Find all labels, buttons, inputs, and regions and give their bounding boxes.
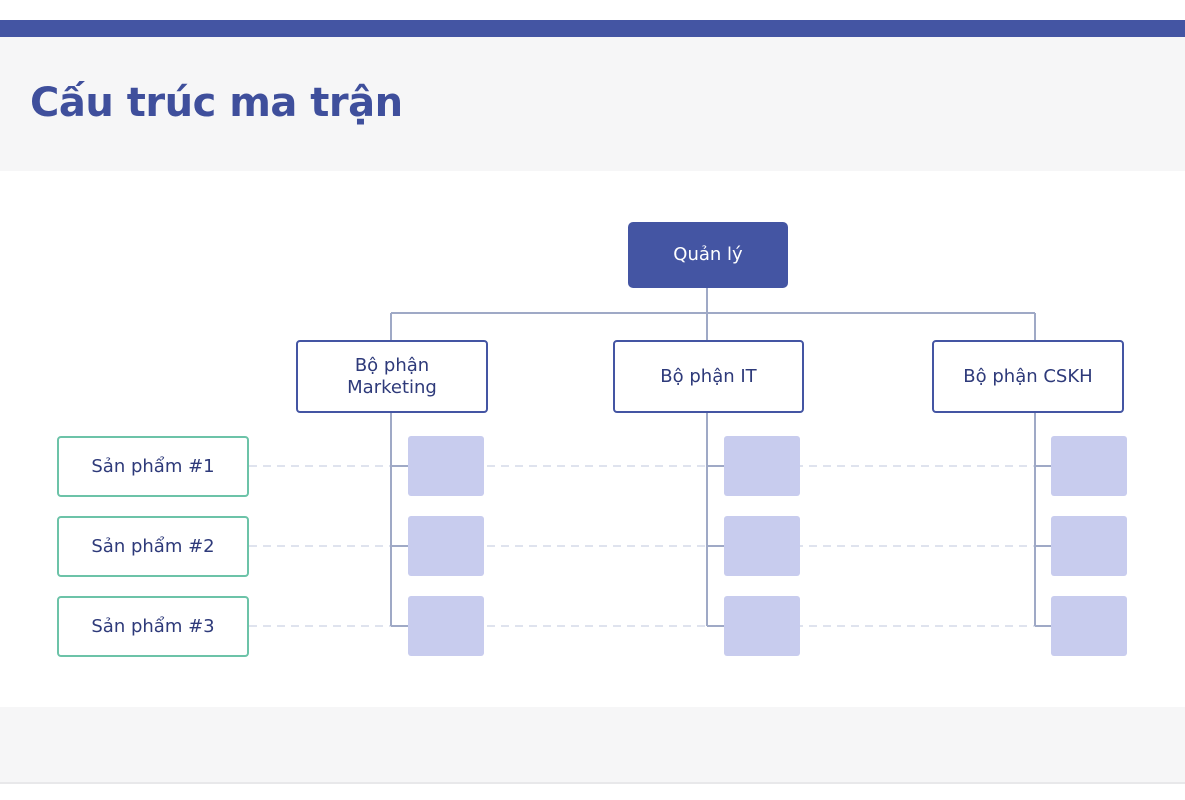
product-box-2: Sản phẩm #2: [57, 516, 249, 577]
dashed-row-lines: [249, 465, 1127, 627]
page-title: Cấu trúc ma trận: [30, 80, 403, 126]
product-label-1: Sản phẩm #1: [91, 455, 215, 477]
matrix-cell-1-2: [408, 516, 484, 576]
matrix-cell-1-1: [408, 436, 484, 496]
manager-box: Quản lý: [628, 222, 788, 288]
dept-label-it: Bộ phận IT: [660, 365, 757, 387]
dept-box-marketing: Bộ phận Marketing: [296, 340, 488, 413]
matrix-cell-2-2: [724, 516, 800, 576]
tree-lines: [390, 288, 1051, 627]
dept-label-cskh: Bộ phận CSKH: [963, 365, 1093, 387]
matrix-cell-2-3: [724, 596, 800, 656]
top-accent-bar: [0, 20, 1185, 37]
product-box-3: Sản phẩm #3: [57, 596, 249, 657]
dept-box-cskh: Bộ phận CSKH: [932, 340, 1124, 413]
dept-box-it: Bộ phận IT: [613, 340, 804, 413]
matrix-cell-2-1: [724, 436, 800, 496]
manager-label: Quản lý: [673, 244, 743, 265]
product-label-2: Sản phẩm #2: [91, 535, 215, 557]
header-band: [0, 37, 1185, 171]
footer-band: [0, 707, 1185, 782]
product-box-1: Sản phẩm #1: [57, 436, 249, 497]
matrix-cell-3-3: [1051, 596, 1127, 656]
matrix-cell-3-2: [1051, 516, 1127, 576]
matrix-cell-1-3: [408, 596, 484, 656]
dept-label-marketing: Bộ phận Marketing: [347, 354, 437, 398]
matrix-cell-3-1: [1051, 436, 1127, 496]
product-label-3: Sản phẩm #3: [91, 615, 215, 637]
top-strip: [0, 0, 1185, 20]
footer-line: [0, 782, 1185, 784]
